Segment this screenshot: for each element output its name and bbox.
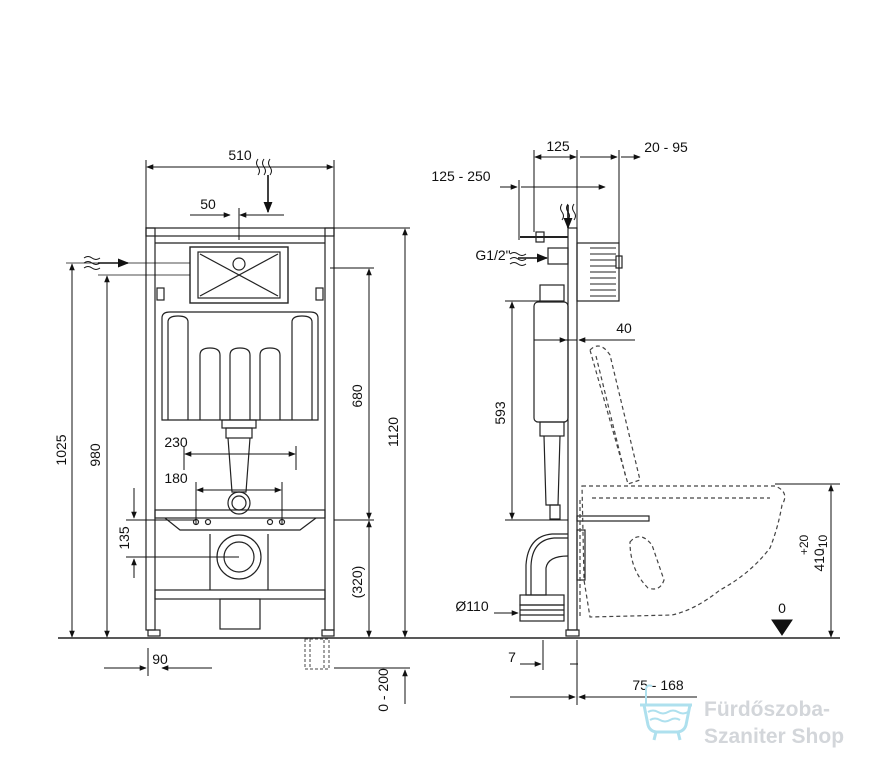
- dim-height-135: 135: [116, 526, 132, 550]
- floor-zero-label: 0: [778, 600, 786, 616]
- dim-height-680: 680: [349, 384, 365, 408]
- dim-adjust-0-200: 0 - 200: [375, 668, 391, 712]
- dim-width: 510: [228, 147, 252, 163]
- flush-pipe-outlet: [227, 491, 251, 515]
- side-cistern: [533, 301, 569, 423]
- front-dimension-lines: [66, 160, 410, 704]
- pipe-diameter-label: Ø110: [455, 598, 488, 614]
- dim-depth-20-95: 20 - 95: [644, 139, 688, 155]
- wc-bowl-outline: [579, 345, 786, 618]
- foot-adjusters: [304, 638, 330, 670]
- dim-depth-125: 125: [546, 138, 570, 154]
- bowl-tolerance-plus: +20: [797, 534, 811, 555]
- frame-top-rail: [145, 227, 335, 237]
- dim-height-1025: 1025: [53, 434, 69, 465]
- side-dimension-lines: [494, 150, 840, 705]
- cistern-body: [161, 311, 319, 421]
- dim-depth-40: 40: [616, 320, 632, 336]
- side-view: [519, 227, 650, 637]
- dim-depth-125-250: 125 - 250: [431, 168, 490, 184]
- frame-foot-left: [147, 629, 161, 637]
- front-view: [145, 227, 335, 637]
- dim-height-1120: 1120: [385, 417, 401, 447]
- frame-right-post: [324, 227, 335, 631]
- dim-spacing-230: 230: [164, 434, 188, 450]
- dim-offset-75-168: 75 - 168: [632, 677, 684, 693]
- side-water-symbols: [509, 203, 576, 266]
- bathtub-logo-icon: [640, 684, 692, 741]
- dim-foot-90: 90: [152, 651, 168, 667]
- side-drain-elbow: [525, 533, 569, 596]
- side-frame-post: [567, 227, 578, 631]
- dim-flush-plate: 50: [200, 196, 216, 212]
- wc-bowl: [581, 485, 786, 618]
- watermark-line2: Szaniter Shop: [704, 725, 844, 748]
- dim-spacing-180: 180: [164, 470, 188, 486]
- bowl-height-value: 410: [811, 548, 827, 572]
- dim-height-593: 593: [492, 401, 508, 425]
- watermark-line1: Fürdőszoba-: [704, 698, 830, 721]
- frame-left-post: [145, 227, 156, 631]
- bolt-mounting-rail: [154, 509, 326, 519]
- thread-label: G1/2": [475, 247, 510, 263]
- floor-zero-marker: [771, 619, 793, 636]
- frame-foot-right: [321, 629, 335, 637]
- dim-height-980: 980: [87, 443, 103, 467]
- water-symbols: [83, 158, 272, 270]
- frame-bottom-rail: [154, 589, 326, 600]
- bowl-tolerance-minus: −10: [816, 534, 830, 555]
- dim-offset-7: 7: [508, 649, 516, 665]
- side-actuator-box: [576, 242, 620, 302]
- dim-bowl-height: 410: [811, 548, 827, 572]
- watermark: Fürdőszoba- Szaniter Shop: [640, 684, 844, 748]
- flush-pipe: [227, 437, 251, 493]
- wc-seat-lid: [589, 345, 641, 485]
- dim-height-320: (320): [349, 566, 365, 599]
